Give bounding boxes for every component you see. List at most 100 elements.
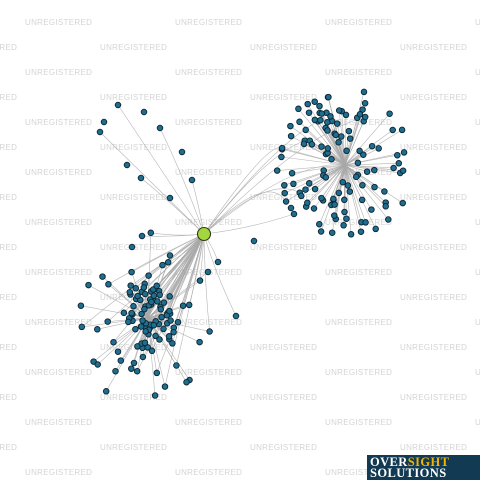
- graph-node: [160, 325, 167, 333]
- watermark-text: UNREGISTERED: [175, 168, 242, 177]
- graph-node: [362, 219, 369, 226]
- graph-node: [141, 305, 148, 313]
- graph-node: [288, 169, 296, 177]
- graph-edge: [117, 104, 205, 235]
- watermark-text: UNREGISTERED: [25, 318, 92, 327]
- graph-node: [372, 225, 379, 233]
- watermark-text: UNREGISTERED: [325, 468, 392, 477]
- graph-node: [389, 126, 396, 134]
- graph-node: [287, 204, 295, 212]
- graph-node: [281, 189, 288, 197]
- watermark-text: UNREGISTERED: [400, 93, 467, 102]
- graph-edge: [307, 164, 346, 203]
- graph-node: [390, 164, 397, 172]
- watermark-text: UNREGISTERED: [250, 293, 317, 302]
- graph-node: [300, 140, 308, 148]
- graph-edge: [277, 164, 346, 171]
- graph-node: [278, 153, 285, 161]
- graph-node: [156, 124, 164, 132]
- graph-edge: [177, 233, 205, 323]
- graph-node: [344, 182, 352, 189]
- graph-node: [112, 367, 119, 375]
- graph-edge: [99, 131, 205, 235]
- graph-node: [317, 116, 324, 124]
- graph-edge: [140, 177, 205, 235]
- graph-node: [173, 362, 180, 369]
- graph-edge: [292, 164, 346, 174]
- graph-node: [400, 149, 408, 156]
- graph-node: [343, 215, 350, 222]
- watermark-text: UNREGISTERED: [250, 343, 317, 352]
- watermark-text: UNREGISTERED: [400, 43, 467, 52]
- graph-node: [382, 203, 389, 210]
- central-node: [196, 226, 212, 242]
- graph-node: [358, 196, 366, 204]
- graph-node: [94, 326, 101, 333]
- graph-edge: [105, 317, 149, 392]
- graph-node: [308, 141, 316, 148]
- graph-node: [338, 133, 345, 140]
- graph-node: [324, 119, 331, 126]
- watermark-text: UNREGISTERED: [25, 218, 92, 227]
- graph-edge: [305, 164, 346, 207]
- watermark-text: UNREGISTERED: [0, 393, 17, 402]
- graph-node: [110, 338, 117, 346]
- watermark-text: UNREGISTERED: [0, 343, 17, 352]
- watermark-text: UNREGISTERED: [250, 393, 317, 402]
- graph-node: [138, 232, 146, 240]
- graph-node: [127, 282, 134, 289]
- graph-node: [340, 222, 347, 229]
- graph-node: [304, 100, 311, 108]
- watermark-text: UNREGISTERED: [175, 468, 242, 477]
- watermark-text: UNREGISTERED: [25, 18, 92, 27]
- watermark-text: UNREGISTERED: [475, 418, 480, 427]
- graph-node: [120, 309, 128, 317]
- graph-node: [368, 142, 376, 150]
- graph-node: [196, 338, 203, 346]
- graph-node: [114, 101, 122, 109]
- graph-node: [183, 378, 190, 386]
- graph-node: [339, 178, 347, 186]
- graph-node: [148, 298, 155, 306]
- graph-edge: [203, 188, 300, 235]
- graph-node: [305, 180, 313, 187]
- watermark-text: UNREGISTERED: [100, 93, 167, 102]
- graph-node: [142, 328, 149, 335]
- watermark-text: UNREGISTERED: [25, 468, 92, 477]
- graph-node: [137, 174, 145, 182]
- graph-node: [357, 228, 365, 235]
- graph-node: [304, 199, 311, 207]
- watermark-text: UNREGISTERED: [250, 93, 317, 102]
- graph-node: [128, 243, 136, 251]
- graph-edge: [107, 233, 205, 322]
- graph-node: [147, 229, 155, 237]
- graph-edge: [147, 317, 190, 381]
- graph-node: [114, 348, 122, 355]
- graph-node: [159, 261, 166, 269]
- graph-edge: [327, 148, 346, 166]
- graph-node: [360, 151, 367, 158]
- graph-edge: [322, 164, 346, 201]
- watermark-text: UNREGISTERED: [475, 268, 480, 277]
- graph-node: [145, 272, 152, 279]
- graph-node: [161, 383, 169, 390]
- graph-node: [128, 268, 135, 276]
- graph-node: [196, 277, 204, 284]
- graph-node: [359, 181, 366, 189]
- watermark-text: UNREGISTERED: [250, 193, 317, 202]
- graph-node: [141, 339, 149, 347]
- graph-node: [100, 118, 108, 126]
- graph-node: [141, 290, 149, 298]
- logo-solutions-text: SOLUTIONS: [370, 466, 447, 480]
- graph-node: [157, 306, 165, 313]
- graph-node: [361, 99, 369, 107]
- watermark-text: UNREGISTERED: [325, 418, 392, 427]
- graph-edge: [321, 164, 346, 199]
- graph-edge: [344, 164, 362, 223]
- graph-node: [130, 302, 137, 310]
- graph-node: [318, 110, 325, 117]
- graph-edge: [203, 147, 283, 235]
- graph-node: [333, 120, 341, 127]
- graph-node: [371, 166, 378, 174]
- graph-node: [99, 273, 106, 280]
